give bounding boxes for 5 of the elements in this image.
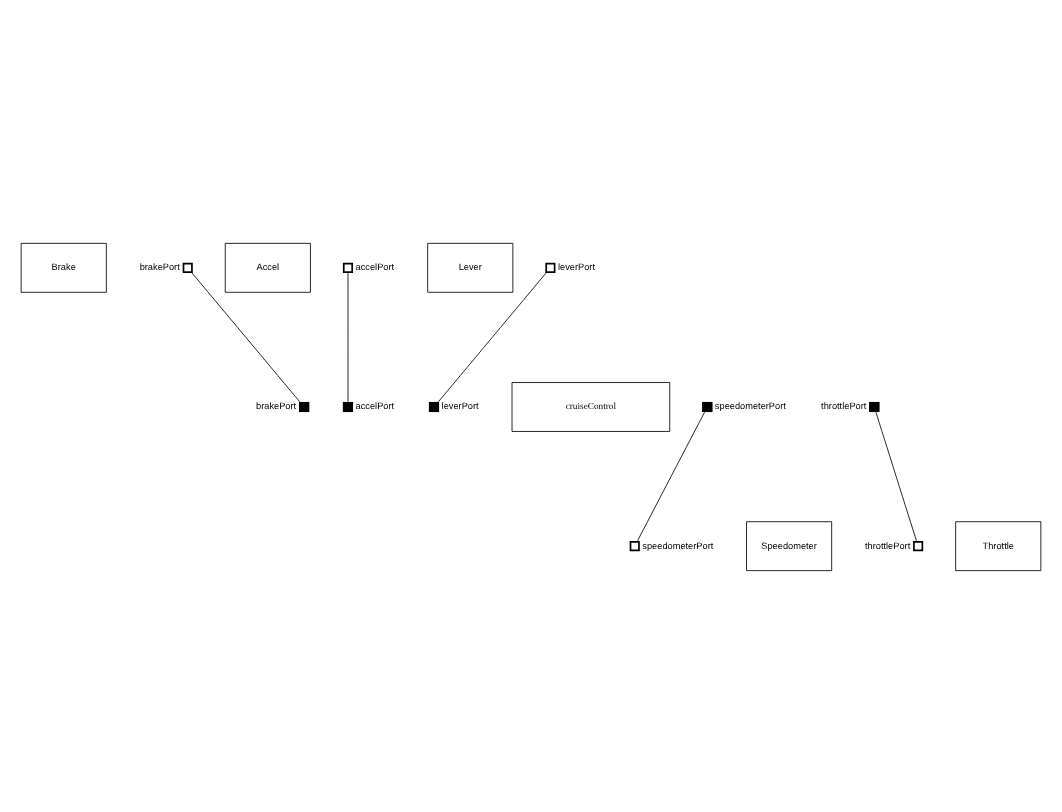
connector	[191, 271, 301, 402]
connector	[438, 271, 547, 402]
connector	[347, 271, 349, 402]
connector	[637, 410, 705, 541]
connector	[875, 410, 917, 541]
